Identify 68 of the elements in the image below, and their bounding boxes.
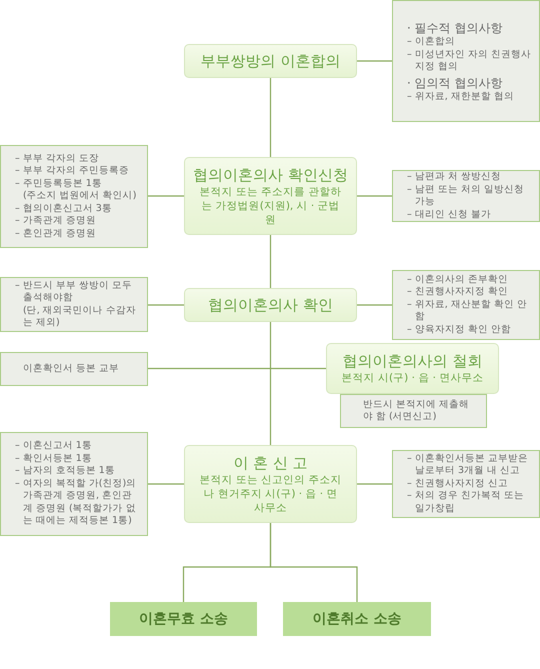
step-location: 본적지 시(구) · 읍 · 면사무소 [340,371,484,385]
step-box [326,343,499,394]
step-title: 협의이혼의사 확인신청 [193,166,348,184]
connector-line [270,235,272,288]
connector-line [357,195,392,197]
connector-line [148,195,184,197]
list-item: (주소지 법원에서 확인시) [22,190,138,203]
list-item: – 부부 각자의 도장 [15,152,100,166]
list-item: – 혼인관계 증명원 [15,228,97,240]
connector-line [357,304,392,306]
note-box [392,450,540,518]
list-item: – 이혼의사의 존부확인 [407,274,509,286]
list-item: – 친권행사자지정 신고 [407,478,509,490]
list-item: – 미성년자인 자의 친권행사 지정 협의 [407,48,531,74]
lawsuit-box [283,602,431,636]
step-title: 협의이혼의사 확인 [208,296,333,314]
connector-line [357,483,392,485]
step-title: 협의이혼의사의 철회 [342,352,482,371]
note-box [0,277,148,332]
list-item: 이혼확인서 등본 교부 [22,362,120,376]
note-box [340,394,487,428]
connector-line [148,368,326,370]
note-box [0,432,148,536]
connector-line [357,60,392,62]
list-heading: · 필수적 협의사항 [407,20,504,36]
list-item: – 대리인 신청 불가 [407,208,492,221]
connector-line [270,78,272,157]
list-item: 반드시 본적지에 제출해야 함 (서면신고) [362,398,470,424]
lawsuit-box [110,602,257,636]
step-box [184,157,357,235]
list-item: – 가족관계 증명원 [15,215,97,228]
note-box [392,170,540,222]
connector-line [270,322,272,445]
list-item: – 친권행사자지정 확인 [407,286,509,299]
list-item: – 주민등록등본 1통 [15,178,103,190]
list-item: – 여자의 복적할 가(친정)의 가족관계 증명원, 혼인관계 증명원 (복적할가가 없는 때에는 제적등본 1통) [15,478,138,528]
list-item: – 처의 경우 친가복적 또는 일가창립 [407,490,525,516]
step-box [184,445,357,523]
list-item: (단, 재외국민이나 수감자는 제외) [22,304,137,330]
list-item: – 남편과 처 쌍방신청 [407,171,502,184]
list-item: – 확인서등본 1통 [15,452,93,466]
note-box [0,352,148,386]
step-box [184,288,357,322]
connector-line [270,523,358,602]
lawsuit-label: 이혼취소 소송 [312,610,402,628]
list-item: – 남편 또는 처의 일방신청 가능 [407,184,525,208]
list-item: – 위자료, 재산분할 확인 안함 [407,298,528,324]
list-heading: · 임의적 협의사항 [407,74,504,90]
step-location: 본적지 또는 주소지를 관할하는 가정법원(지원), 시 · 군법원 [198,184,342,226]
note-box [392,0,540,122]
list-item: – 협의이혼신고서 3통 [15,202,113,216]
list-item: – 반드시 부부 쌍방이 모두 출석해야함 [15,280,133,304]
list-item: – 위자료, 재한분할 협의 [407,90,515,103]
list-item: – 부부 각자의 주민등록증 [15,165,130,178]
list-item: – 이혼신고서 1통 [15,440,93,453]
list-item: – 남자의 호적등본 1통 [15,465,116,478]
note-box [392,270,540,340]
step-title: 부부쌍방의 이혼합의 [200,52,340,70]
lawsuit-label: 이혼무효 소송 [139,610,228,628]
list-item: – 이혼합의 [407,36,456,48]
list-item: – 이혼확인서등본 교부받은 날로부터 3개월 내 신고 [407,452,529,478]
step-title: 이 혼 신 고 [233,454,308,472]
connector-line [148,483,184,485]
note-box [0,145,148,248]
list-item: – 양육자지정 확인 안함 [407,324,512,336]
step-location: 본적지 또는 신고인의 주소지나 현거주지 시(구) · 읍 · 면사무소 [198,472,342,514]
step-box [184,44,357,78]
connector-line [148,304,184,306]
